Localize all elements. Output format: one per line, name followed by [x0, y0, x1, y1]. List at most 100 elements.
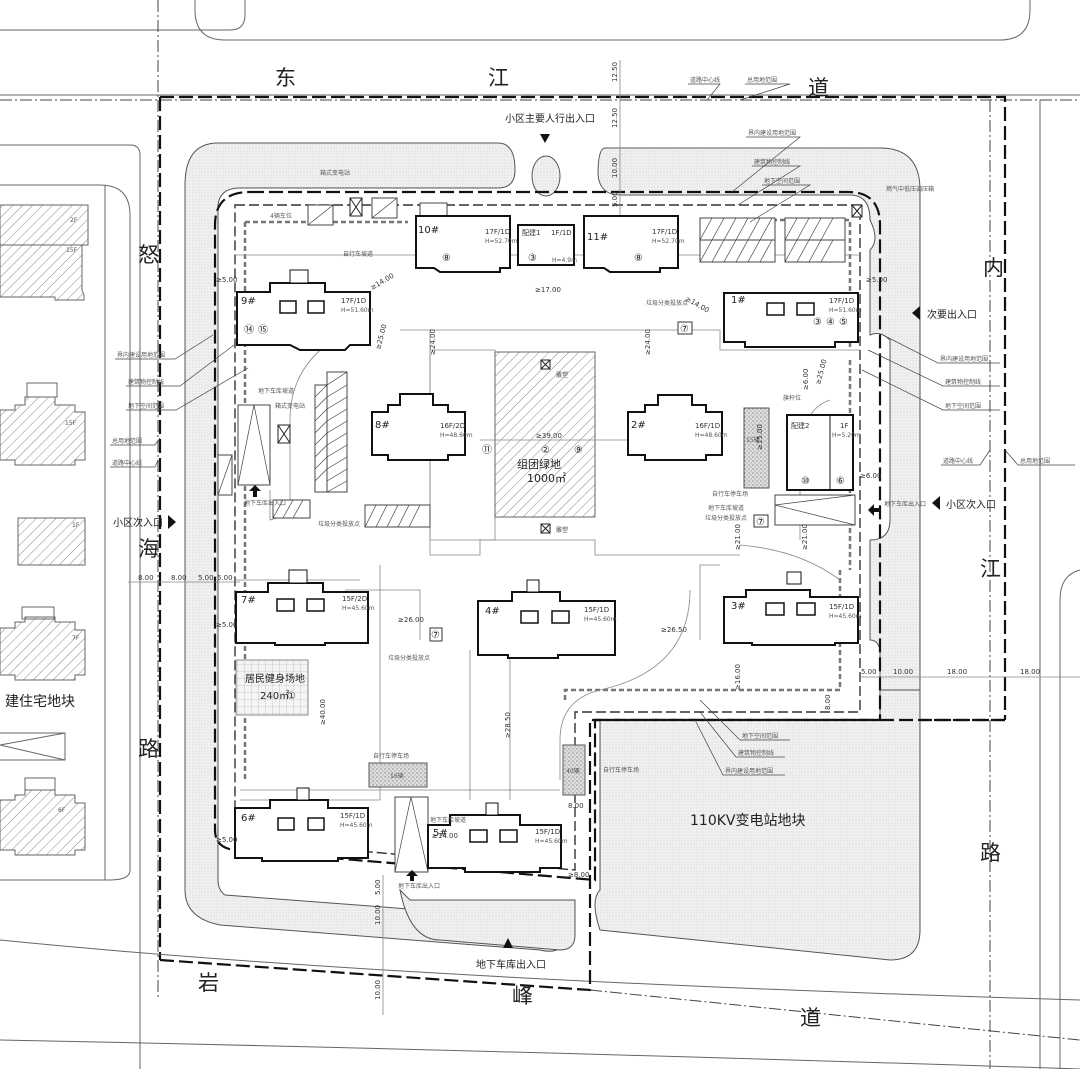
dim: ≥5.00 [216, 621, 237, 629]
dim: ≥24.00 [644, 329, 652, 355]
legend-inner-land: 界内建设用地范围 [940, 355, 988, 363]
building-mark: ⑭ [244, 324, 254, 336]
road-name-south-3: 道 [800, 1006, 821, 1030]
sculpture-label: 雕塑 [556, 371, 568, 379]
dim: 8.00 [138, 574, 154, 582]
building-9: 9# 17F/1D H=51.60m ⑭ ⑮ [236, 269, 374, 351]
entrances: 小区主要人行出入口 次要出入口 小区次入口 小区次入口 地下车库出入口 地下车库… [113, 112, 996, 971]
south-garage-entrance-label: 地下车库出入口 [476, 958, 546, 971]
entrance-arrow-icon [912, 306, 920, 320]
neighbor-floor-label: 2F [70, 217, 78, 224]
legend-building-control: 建筑物控制线 [945, 378, 981, 386]
garbage-label: 垃圾分类投放点 [705, 514, 747, 522]
substation-plot-label: 110KV变电站地块 [690, 813, 805, 829]
entrance-arrow-icon [540, 134, 550, 143]
garage-ramp-label: 地下车库坡道 [258, 387, 294, 395]
bike-parking-label: 自行车停车场 [712, 490, 748, 498]
fitness-area: 居民健身场地 240㎡ ① [235, 659, 309, 716]
dim: ≥26.00 [398, 616, 424, 624]
green-mark-2: ② [541, 445, 550, 456]
neighbor-roof [21, 606, 55, 620]
garbage-label: 垃圾分类投放点 [646, 299, 688, 307]
dim: 5.00 [217, 574, 233, 582]
neighbor-floor-label: 7F [72, 635, 80, 642]
entrance-arrow-icon [168, 515, 176, 529]
ancillary-mark: ⑥ [836, 476, 845, 487]
road-name-west-1: 怒 [138, 243, 159, 267]
dim: 10.00 [374, 980, 382, 1000]
building-height: H=48.60m [695, 432, 728, 439]
building-11: 11# 17F/1D H=52.70m ⑧ [583, 215, 685, 273]
ancillary-mark: ⑩ [801, 476, 810, 487]
legend-underground: 地下空间范围 [128, 402, 164, 410]
road-name-west-2: 海 [138, 537, 159, 561]
road-name-south-2: 峰 [512, 984, 533, 1008]
bike-ramp-label: 自行车坡道 [343, 250, 373, 258]
fitness-mark: ① [287, 691, 296, 702]
group-green-space [494, 351, 596, 518]
building-mark: ⑮ [258, 324, 268, 336]
dim: ≥14.00 [369, 272, 395, 292]
west-garage-label: 地下车库出入口 [244, 499, 286, 507]
east-secondary-entrance-label: 小区次入口 [946, 498, 996, 511]
neighbor-floor-label: 6F [58, 807, 66, 814]
parking-north-west [307, 197, 448, 226]
garage-arrow-icon [868, 504, 880, 516]
building-floors: 16F/2D [440, 422, 465, 430]
building-id: 3# [731, 601, 746, 612]
building-floors: 15F/1D [340, 812, 365, 820]
garbage-mark: ⑦ [680, 324, 689, 335]
building-height: H=45.60m [829, 613, 862, 620]
building-floors: 17F/1D [829, 297, 854, 305]
ancillary-2: 配建2 1F H=5.20m ⑩ ⑥ [786, 414, 861, 491]
west-secondary-entrance-label: 小区次入口 [113, 516, 163, 529]
dim: 18.00 [1020, 668, 1040, 676]
building-4: 4# 15F/1D H=45.60m [477, 579, 617, 659]
bike-count: 16辆 [390, 772, 404, 780]
building-floors: 15F/1D [584, 606, 609, 614]
building-height: H=51.60m [829, 307, 862, 314]
dim: 5.00 [198, 574, 214, 582]
building-mark: ④ [826, 317, 835, 328]
parking-stalls [272, 197, 846, 528]
building-id: 11# [587, 232, 608, 243]
building-id: 10# [418, 225, 439, 236]
road-name-east-3: 路 [980, 841, 1001, 865]
dim: 8.00 [824, 694, 832, 710]
dim: 10.00 [611, 158, 619, 178]
ancillary-height: H=4.9m [552, 257, 577, 264]
bike-room-label: 4辆车位 [270, 212, 292, 220]
flag-label: 旗杆位 [783, 394, 801, 402]
central-green-area: ≥39.00 ⑪ ② ⑨ 组团绿地 1000㎡ 雕塑 雕塑 [480, 351, 645, 534]
ancillary-mark: ③ [528, 253, 537, 264]
dim: ≥16.00 [734, 664, 742, 690]
legend-total-land: 总用地范围 [747, 76, 777, 84]
dim: ≥17.00 [535, 286, 561, 294]
building-floors: 15F/2D [342, 595, 367, 603]
green-mark-9: ⑨ [574, 445, 583, 456]
building-height: H=45.60m [535, 838, 568, 845]
building-height: H=48.60m [440, 432, 473, 439]
building-id: 9# [241, 296, 256, 307]
building-height: H=45.60m [342, 605, 375, 612]
dim: ≥21.00 [734, 524, 742, 550]
dim: 8.00 [171, 574, 187, 582]
parking-west-column [272, 371, 431, 528]
garage-ramps [217, 404, 880, 881]
building-floors: 17F/1D [341, 297, 366, 305]
dim: ≥15.00 [756, 424, 764, 450]
dim: ≥5.00 [216, 276, 237, 284]
bike-parking-label: 自行车停车场 [373, 752, 409, 760]
garbage-label: 垃圾分类投放点 [388, 654, 430, 662]
green-area: 1000㎡ [527, 472, 566, 485]
entrance-arrow-icon [932, 496, 940, 510]
building-height: H=51.60m [341, 307, 374, 314]
green-mark-11: ⑪ [482, 444, 492, 456]
dim: ≥6.00 [802, 369, 810, 390]
building-height: H=52.70m [485, 238, 518, 245]
green-dim: ≥39.00 [536, 432, 562, 440]
main-entrance-label: 小区主要人行出入口 [505, 112, 595, 125]
legend-total-land: 总用地范围 [1020, 457, 1050, 465]
garbage-mark: ⑦ [431, 630, 440, 641]
dim: ≥26.50 [661, 626, 687, 634]
